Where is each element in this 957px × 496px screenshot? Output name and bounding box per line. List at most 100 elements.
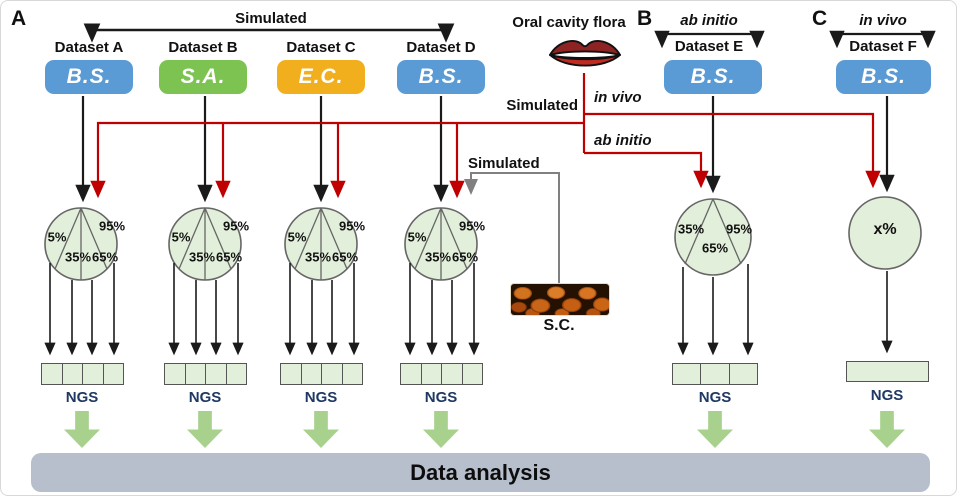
ngs-label-d: NGS [424, 389, 458, 406]
dataset-a-box: B.S. [45, 60, 133, 94]
dataset-d-organism: B.S. [418, 65, 464, 88]
dataset-e-title: Dataset E [674, 38, 744, 55]
dataset-f-title: Dataset F [849, 38, 917, 55]
pie-dataset-d [404, 207, 478, 281]
ngs-label-f: NGS [870, 387, 904, 404]
ngs-cell [62, 364, 83, 384]
ngs-cell [729, 364, 757, 384]
pie-a-65: 65% [91, 249, 119, 265]
data-analysis-label: Data analysis [410, 459, 551, 485]
simulated-line [90, 121, 584, 199]
pie-a-35: 35% [64, 249, 92, 265]
ngs-box-e [672, 363, 758, 385]
pie-b-65: 65% [215, 249, 243, 265]
ngs-cell [226, 364, 246, 384]
lips-icon [549, 40, 621, 67]
ngs-cell [206, 364, 227, 384]
in-vivo-branch-label: in vivo [594, 89, 642, 106]
ngs-label-c: NGS [304, 389, 338, 406]
top-simulated-label: Simulated [235, 10, 307, 27]
sc-label: S.C. [543, 317, 575, 334]
dataset-c-title: Dataset C [286, 39, 356, 56]
ab-initio-branch-label: ab initio [594, 132, 652, 149]
ab-initio-bracket [654, 30, 765, 49]
sc-simulated-line [464, 172, 560, 285]
pie-c-65: 65% [331, 249, 359, 265]
ngs-cell [673, 364, 702, 384]
ab-initio-bracket-label: ab initio [680, 12, 738, 29]
ngs-cell [301, 364, 322, 384]
ngs-cell [701, 364, 730, 384]
ngs-box-b [164, 363, 247, 385]
pie-b-35: 35% [188, 249, 216, 265]
ngs-cell [281, 364, 302, 384]
pie-f-x: x% [873, 221, 897, 238]
panel-letter-c: C [812, 7, 828, 30]
dataset-e-box: B.S. [664, 60, 762, 94]
pie-dataset-c [284, 207, 358, 281]
pie-a-5: 5% [47, 229, 67, 245]
panel-letter-a: A [11, 7, 27, 30]
ngs-cell [847, 362, 928, 381]
dataset-f-box: B.S. [836, 60, 931, 94]
pie-d-35: 35% [424, 249, 452, 265]
ngs-cell [322, 364, 343, 384]
ngs-box-f [846, 361, 929, 382]
dataset-f-organism: B.S. [861, 65, 906, 88]
ngs-cell [342, 364, 362, 384]
ngs-cell [165, 364, 186, 384]
pie-e-65: 65% [701, 240, 729, 256]
top-simulated-bracket [83, 23, 455, 43]
ngs-cell [421, 364, 442, 384]
sc-simulated-label: Simulated [468, 155, 540, 172]
dataset-to-pie-arrows [75, 96, 895, 203]
data-analysis-bar: Data analysis [31, 453, 930, 492]
pie-d-5: 5% [407, 229, 427, 245]
ngs-label-e: NGS [698, 389, 732, 406]
dataset-c-box: E.C. [277, 60, 365, 94]
ngs-cell [442, 364, 463, 384]
dataset-c-organism: E.C. [298, 65, 344, 88]
ngs-box-c [280, 363, 363, 385]
dataset-a-title: Dataset A [54, 39, 124, 56]
dataset-b-organism: S.A. [180, 65, 226, 88]
dataset-b-title: Dataset B [168, 39, 238, 56]
pie-dataset-e [674, 198, 752, 276]
simulated-branch-label: Simulated [506, 97, 578, 114]
pie-c-95: 95% [338, 218, 366, 234]
pie-d-95: 95% [458, 218, 486, 234]
pie-to-ngs-arrows [44, 263, 893, 356]
ngs-cell [42, 364, 63, 384]
pie-dataset-a [44, 207, 118, 281]
pie-c-5: 5% [287, 229, 307, 245]
ngs-cell [462, 364, 482, 384]
pie-b-95: 95% [222, 218, 250, 234]
dataset-a-organism: B.S. [66, 65, 112, 88]
ngs-cell [185, 364, 206, 384]
ngs-box-d [400, 363, 483, 385]
pie-c-35: 35% [304, 249, 332, 265]
pie-e-95: 95% [725, 221, 753, 237]
pie-b-5: 5% [171, 229, 191, 245]
pie-d-65: 65% [451, 249, 479, 265]
pie-e-35: 35% [677, 221, 705, 237]
ngs-box-a [41, 363, 124, 385]
in-vivo-bracket-label: in vivo [859, 12, 907, 29]
pie-dataset-b [168, 207, 242, 281]
ngs-cell [103, 364, 123, 384]
pie-dataset-f [848, 196, 922, 270]
in-vivo-line [584, 112, 881, 189]
sc-cells-image [511, 284, 609, 315]
dataset-d-title: Dataset D [406, 39, 476, 56]
ab-initio-line [584, 151, 709, 189]
red-flow-lines [90, 73, 881, 199]
pie-a-95: 95% [98, 218, 126, 234]
oral-cavity-flora-label: Oral cavity flora [512, 14, 626, 31]
dataset-d-box: B.S. [397, 60, 485, 94]
panel-letter-b: B [637, 7, 653, 30]
in-vivo-bracket [829, 30, 936, 49]
ngs-label-b: NGS [188, 389, 222, 406]
dataset-b-box: S.A. [159, 60, 247, 94]
